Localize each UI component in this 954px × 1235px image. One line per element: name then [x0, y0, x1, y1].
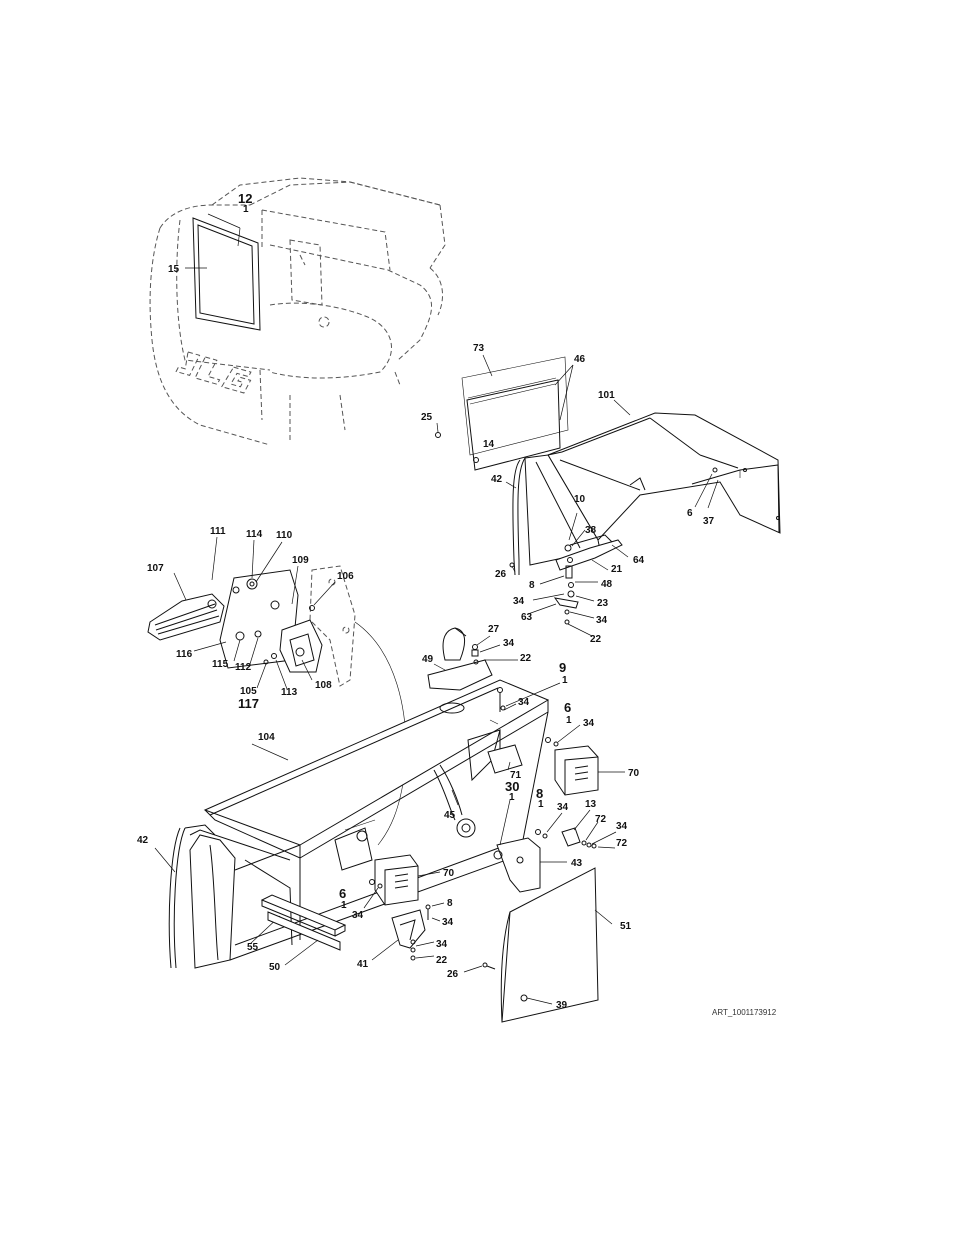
callout-117: 117: [238, 696, 259, 711]
callout-63: 63: [521, 612, 533, 623]
callout-26-upper: 26: [495, 569, 507, 580]
callout-15: 15: [168, 264, 180, 275]
callout-34-j: 34: [436, 939, 448, 950]
callout-34-e: 34: [583, 718, 595, 729]
callout-34-g: 34: [616, 821, 628, 832]
callout-39: 39: [556, 1000, 568, 1011]
callout-13: 13: [585, 799, 597, 810]
art-reference: ART_1001173912: [712, 1008, 777, 1017]
callout-38: 38: [585, 525, 597, 536]
callout-8-mid-qty: 1: [538, 799, 544, 810]
callout-26-lower: 26: [447, 969, 459, 980]
callout-108: 108: [315, 680, 332, 691]
light-assembly: [147, 536, 356, 690]
callout-8-lower: 8: [447, 898, 453, 909]
jlg-logo: [175, 351, 252, 394]
callout-30-qty: 1: [509, 792, 515, 803]
hardware-lower: [249, 854, 496, 973]
callout-116: 116: [176, 649, 193, 660]
callout-55: 55: [247, 942, 259, 953]
callout-37: 37: [703, 516, 715, 527]
callout-73: 73: [473, 343, 485, 354]
callout-114: 114: [246, 529, 263, 540]
callout-22-a: 22: [590, 634, 602, 645]
callout-41: 41: [357, 959, 369, 970]
callout-6-lower: 6: [339, 886, 346, 901]
callout-14: 14: [483, 439, 495, 450]
callout-42-upper: 42: [491, 474, 503, 485]
callout-34-c: 34: [503, 638, 515, 649]
part-104-deck: [154, 679, 550, 969]
callout-12: 12: [238, 191, 252, 206]
callout-34-i: 34: [442, 917, 454, 928]
callout-104: 104: [258, 732, 275, 743]
callout-64: 64: [633, 555, 645, 566]
callout-48: 48: [601, 579, 613, 590]
callout-46: 46: [574, 354, 586, 365]
callout-105: 105: [240, 686, 257, 697]
callout-42-lower: 42: [137, 835, 149, 846]
callout-6-mid: 6: [564, 700, 571, 715]
callout-labels: 12 1 15 73 46 25 14 101 42 10 6 37 38 64…: [137, 191, 777, 1017]
callout-49: 49: [422, 654, 434, 665]
callout-25: 25: [421, 412, 433, 423]
vehicle-rear-phantom: [149, 177, 446, 446]
callout-70-right: 70: [628, 768, 640, 779]
callout-113: 113: [281, 687, 298, 698]
callout-45: 45: [444, 810, 456, 821]
callout-109: 109: [292, 555, 309, 566]
callout-6-mid-qty: 1: [566, 715, 572, 726]
callout-110: 110: [276, 530, 293, 541]
callout-106: 106: [337, 571, 354, 582]
callout-30: 30: [505, 779, 519, 794]
callout-12-qty: 1: [243, 204, 249, 215]
callout-101: 101: [598, 390, 615, 401]
callout-22-b: 22: [520, 653, 532, 664]
callout-50: 50: [269, 962, 281, 973]
callout-23: 23: [597, 598, 609, 609]
part-51-mudflap: [500, 867, 613, 1023]
callout-34-d: 34: [518, 697, 530, 708]
callout-112: 112: [235, 662, 252, 673]
callout-27: 27: [488, 624, 500, 635]
callout-6-upper: 6: [687, 508, 693, 519]
part-73-glass: [435, 354, 574, 471]
callout-107: 107: [147, 563, 164, 574]
callout-22-c: 22: [436, 955, 448, 966]
callout-43: 43: [571, 858, 583, 869]
part-49-tube: [427, 627, 518, 714]
callout-72-a: 72: [595, 814, 607, 825]
callout-34-f: 34: [557, 802, 569, 813]
callout-9: 9: [559, 660, 566, 675]
callout-71: 71: [510, 770, 522, 781]
callout-6-lower-qty: 1: [341, 900, 347, 911]
part-101-fender: [505, 399, 781, 576]
callout-21: 21: [611, 564, 623, 575]
part-15-panel: [185, 213, 261, 331]
callout-34-h: 34: [352, 910, 364, 921]
callout-51: 51: [620, 921, 632, 932]
callout-115: 115: [212, 659, 229, 670]
callout-8-mid: 8: [536, 786, 543, 801]
callout-70-lower: 70: [443, 868, 455, 879]
part-64-bracket: [509, 512, 629, 637]
callout-111: 111: [210, 526, 226, 537]
callout-72-b: 72: [616, 838, 628, 849]
callout-34-b: 34: [596, 615, 608, 626]
hardware-right: [487, 682, 625, 893]
callout-9-qty: 1: [562, 675, 568, 686]
callout-10: 10: [574, 494, 586, 505]
callout-8-upper: 8: [529, 580, 535, 591]
callout-34-a: 34: [513, 596, 525, 607]
